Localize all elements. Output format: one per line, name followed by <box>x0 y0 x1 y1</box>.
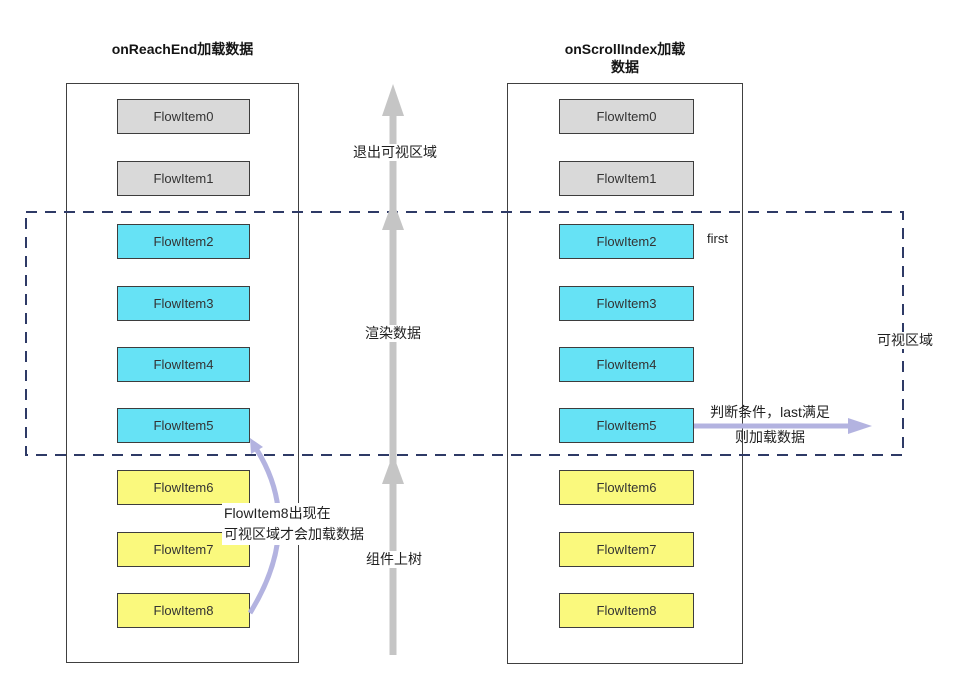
flow-item-box: FlowItem2 <box>559 224 694 259</box>
flow-item-box: FlowItem3 <box>559 286 694 321</box>
item8-note-line2: 可视区域才会加载数据 <box>224 526 364 542</box>
flow-item-box: FlowItem5 <box>117 408 250 443</box>
viewport-label: 可视区域 <box>872 332 938 349</box>
right-panel-title: onScrollIndex加载 数据 <box>507 40 743 76</box>
flow-item-box: FlowItem7 <box>117 532 250 567</box>
right-panel-title-line1: onScrollIndex加载 <box>564 41 686 57</box>
flow-item-box: FlowItem3 <box>117 286 250 321</box>
flow-item-box: FlowItem1 <box>559 161 694 196</box>
right-panel-title-line2: 数据 <box>611 59 639 75</box>
item8-note: FlowItem8出现在 可视区域才会加载数据 <box>222 503 366 545</box>
flow-item-box: FlowItem7 <box>559 532 694 567</box>
flow-item-box: FlowItem4 <box>559 347 694 382</box>
flow-item-box: FlowItem6 <box>559 470 694 505</box>
left-panel-title: onReachEnd加载数据 <box>111 41 254 57</box>
right-arrow-icon <box>848 418 872 434</box>
mount-label: 组件上树 <box>352 551 436 568</box>
flow-item-box: FlowItem8 <box>117 593 250 628</box>
up-arrow-icon <box>382 454 404 484</box>
flow-item-box: FlowItem5 <box>559 408 694 443</box>
judge-note-line2: 则加载数据 <box>735 429 805 445</box>
flow-item-box: FlowItem1 <box>117 161 250 196</box>
exit-viewport-label: 退出可视区域 <box>345 144 445 161</box>
flow-item-box: FlowItem0 <box>117 99 250 134</box>
flow-item-box: FlowItem4 <box>117 347 250 382</box>
first-label: first <box>707 231 728 246</box>
item8-note-line1: FlowItem8出现在 <box>224 505 331 521</box>
flow-item-box: FlowItem8 <box>559 593 694 628</box>
up-arrow-icon <box>382 200 404 230</box>
up-arrow-icon <box>382 84 404 116</box>
flow-item-box: FlowItem2 <box>117 224 250 259</box>
flow-item-box: FlowItem0 <box>559 99 694 134</box>
flow-item-box: FlowItem6 <box>117 470 250 505</box>
judge-note-line1: 判断条件，last满足 <box>710 404 830 420</box>
up-flow-arrow <box>382 84 404 655</box>
render-data-label: 渲染数据 <box>352 325 434 342</box>
